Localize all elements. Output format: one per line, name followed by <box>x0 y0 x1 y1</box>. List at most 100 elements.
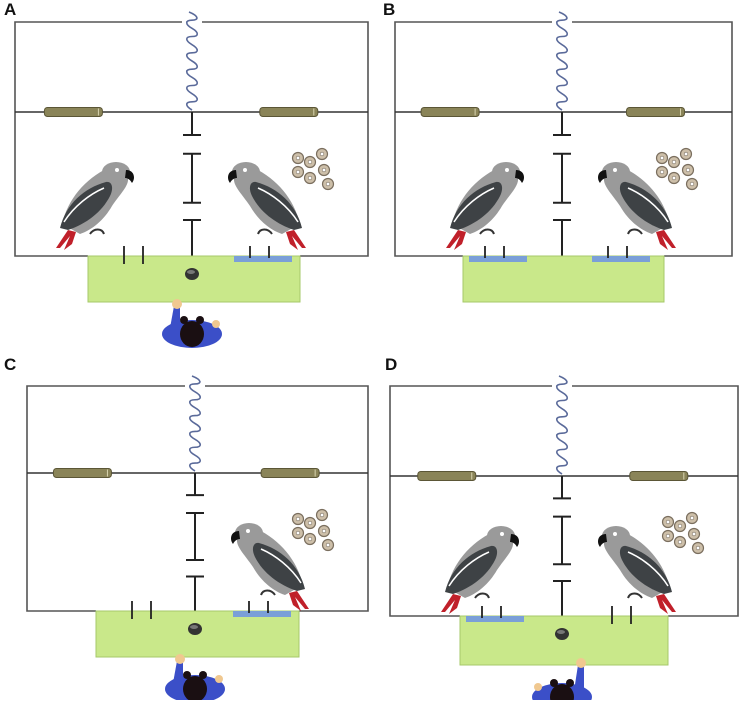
parrot-eye <box>613 168 617 172</box>
parrot-beak <box>228 170 237 183</box>
table-button <box>185 268 199 280</box>
parrot-eye <box>115 168 119 172</box>
panel-b: B <box>370 0 740 350</box>
sliding-door <box>43 107 103 117</box>
parrot-feet <box>260 589 276 596</box>
parrot-wing <box>252 542 305 591</box>
parrot-tail <box>656 230 676 250</box>
parrot-beak <box>125 170 134 183</box>
sliding-door <box>417 471 477 481</box>
panel-d: D <box>370 350 740 700</box>
person-hand <box>534 683 542 691</box>
parrot-left <box>56 162 134 250</box>
person-ear <box>180 316 188 324</box>
food-token-hole <box>665 519 671 525</box>
experimenter-table <box>462 255 665 303</box>
parrot-wing-stripe <box>257 187 299 223</box>
parrot-wing-stripe <box>448 551 490 587</box>
parrot-head <box>602 162 630 182</box>
person-ear <box>550 679 558 687</box>
parrot-head <box>487 526 515 546</box>
panel-label: A <box>4 0 17 19</box>
parrot-eye <box>505 168 509 172</box>
spring-icon <box>185 11 199 111</box>
food-token-hole <box>295 516 301 522</box>
parrot-left <box>441 526 519 614</box>
parrot-beak <box>598 170 607 183</box>
food-token-hole <box>683 151 689 157</box>
food-token-hole <box>295 155 301 161</box>
parrot-right <box>598 526 676 614</box>
food-tokens <box>291 147 335 191</box>
spring-icon <box>555 11 569 111</box>
parrot-wing-stripe <box>627 187 669 223</box>
table-button-highlight <box>190 625 198 629</box>
spring-icon <box>188 375 202 472</box>
parrot-head <box>232 162 260 182</box>
panel-label: C <box>4 355 17 374</box>
food-token-hole <box>325 542 331 548</box>
apparatus-frame-right <box>572 385 739 617</box>
parrot-right <box>228 162 306 250</box>
food-token-hole <box>295 169 301 175</box>
food-tokens <box>661 511 705 555</box>
person-hand <box>215 675 223 683</box>
parrot-tail <box>56 230 76 250</box>
person-hand <box>172 299 182 309</box>
food-token-hole <box>321 528 327 534</box>
food-tokens <box>655 147 699 191</box>
parrot-wing <box>619 181 672 230</box>
sliding-door <box>259 107 319 117</box>
parrot-wing <box>450 181 503 230</box>
food-token-hole <box>691 531 697 537</box>
parrot-eye <box>246 529 250 533</box>
parrot-wing <box>60 181 113 230</box>
person-ear <box>183 671 191 679</box>
apparatus-frame-right <box>572 21 733 257</box>
food-token-hole <box>671 175 677 181</box>
sliding-door <box>420 107 480 117</box>
table-button-highlight <box>557 630 565 634</box>
token-slot-left <box>466 616 524 622</box>
food-token-hole <box>319 151 325 157</box>
food-token-hole <box>307 175 313 181</box>
food-token-hole <box>695 545 701 551</box>
food-token-hole <box>677 539 683 545</box>
parrot-feet <box>479 228 495 235</box>
parrot-feet <box>627 228 643 235</box>
parrot-wing-stripe <box>453 187 495 223</box>
person-head <box>183 676 207 700</box>
token-slot-right <box>233 611 291 617</box>
person-hand <box>175 654 185 664</box>
food-token-hole <box>689 515 695 521</box>
parrot-tail <box>286 230 306 250</box>
panel-a: A <box>0 0 370 350</box>
parrot-wing-stripe <box>63 187 105 223</box>
token-slot-right <box>234 256 292 262</box>
parrot-tail <box>446 230 466 250</box>
panel-label: B <box>383 0 396 19</box>
panel-label: D <box>385 355 398 374</box>
parrot-feet <box>257 228 273 235</box>
food-token-hole <box>307 159 313 165</box>
parrot-feet <box>474 592 490 599</box>
parrot-tail <box>441 594 461 614</box>
person-arm-raised <box>574 665 584 691</box>
parrot-beak <box>510 534 519 547</box>
parrot-wing-stripe <box>260 548 302 584</box>
parrot-eye <box>243 168 247 172</box>
parrot-head <box>235 523 263 543</box>
experimenter-table <box>459 615 669 666</box>
person-arm-raised <box>173 661 183 683</box>
food-token-hole <box>321 167 327 173</box>
food-token-hole <box>671 159 677 165</box>
parrot-eye <box>500 532 504 536</box>
spring-icon <box>555 375 569 475</box>
parrot-wing-stripe <box>627 551 669 587</box>
table-button-highlight <box>187 270 195 274</box>
parrot-left <box>446 162 524 250</box>
parrot-tail <box>289 591 309 611</box>
food-token-hole <box>665 533 671 539</box>
parrot-eye <box>613 532 617 536</box>
apparatus-diagram <box>26 375 369 700</box>
